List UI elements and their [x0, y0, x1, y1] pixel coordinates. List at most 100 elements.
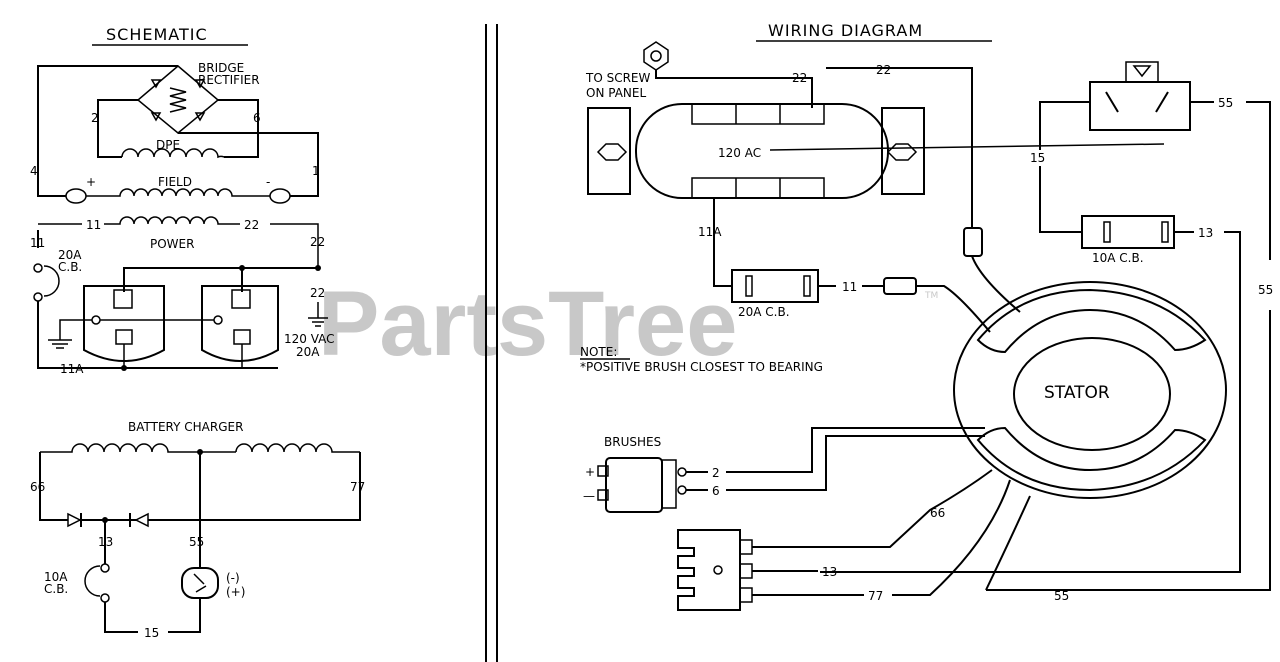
wire-11-left-label: 11: [30, 236, 45, 250]
receptacle-label: 120 AC: [718, 146, 761, 160]
receptacle-body: [635, 103, 889, 199]
charger-coil-left: [40, 443, 236, 453]
wire-4: [37, 65, 178, 197]
brush-plus-label: +: [585, 465, 595, 479]
cb10-terminal: [100, 563, 110, 573]
diode-right: [134, 512, 149, 528]
cb10-arc: [84, 565, 101, 597]
cb20-label-2: C.B.: [58, 260, 82, 274]
watermark-text: PartsTree: [318, 273, 737, 375]
switch-minus-label: (-): [226, 571, 240, 585]
wire-15-line: [769, 143, 1165, 151]
ground-wire: [59, 319, 92, 340]
wire-77-label: 77: [868, 589, 883, 603]
schematic-title: SCHEMATIC: [106, 25, 208, 44]
wire-22a-label: 22: [792, 71, 807, 85]
wire-11-label: 11: [86, 218, 101, 232]
note-text: *POSITIVE BRUSH CLOSEST TO BEARING: [580, 360, 823, 374]
brush-holder: [597, 457, 687, 513]
switch-contacts: [193, 573, 207, 593]
inline-connector: [883, 277, 917, 295]
wire-13-label: 13: [1198, 226, 1213, 240]
wire-66: [752, 469, 993, 548]
hex-nut-hole: [650, 50, 662, 62]
bridge-label: BRIDGE: [198, 61, 244, 75]
charger-coil-right: [235, 443, 360, 453]
charger-title: BATTERY CHARGER: [128, 420, 243, 434]
brush-minus: [269, 188, 291, 204]
switch-plus-label: (+): [226, 585, 245, 599]
charger-switch-body: [1089, 61, 1191, 131]
terminal-block: [677, 529, 753, 611]
wire-55-to-stator: [985, 495, 1031, 591]
wire-22-screw: [655, 70, 813, 108]
wire-22-ground-label: 22: [310, 286, 325, 300]
wire-55-right-label: 55: [1258, 283, 1273, 297]
junction-dot: [239, 265, 245, 271]
wire-15-label: 15: [144, 626, 159, 640]
wire-55-right-lower: [986, 310, 1271, 591]
rectifier-label: RECTIFIER: [198, 73, 260, 87]
dpe-coil: [121, 148, 225, 159]
mount-right: [881, 107, 925, 195]
diode-left: [67, 512, 82, 528]
receptacle-leads: [123, 344, 243, 368]
power-label: POWER: [150, 237, 194, 251]
cb10-terminal: [100, 593, 110, 603]
wire-13-bottom-label: 13: [822, 565, 837, 579]
screw-label-1: TO SCREW: [585, 71, 651, 85]
wire-22-label: 22: [244, 218, 259, 232]
power-coil: [104, 216, 240, 225]
wire-4-label: 4: [30, 164, 38, 178]
receptacle-right: [201, 285, 279, 362]
stator-label: STATOR: [1044, 383, 1110, 403]
wire-55-top-label: 55: [1218, 96, 1233, 110]
stator: [953, 281, 1227, 499]
cb10-label-1: 10A: [44, 570, 68, 584]
field-plus: +: [86, 175, 96, 189]
battery-charger-section: BATTERY CHARGER 66 77 13 55 10A C.B. (-)…: [30, 420, 365, 640]
wire-55-bottom-label: 55: [1054, 589, 1069, 603]
wire-11a: [37, 301, 278, 369]
hex-nut-icon: [596, 143, 628, 161]
field-minus: -: [266, 175, 270, 189]
wiring-section: WIRING DIAGRAM TO SCREW ON PANEL 22 22 1…: [580, 21, 1273, 611]
hex-nut-icon: [886, 143, 918, 161]
wire-15-right: [1039, 101, 1090, 233]
vac-label-1: 120 VAC: [284, 332, 335, 346]
wire-77-label: 77: [350, 480, 365, 494]
wire-6-label: 6: [253, 111, 261, 125]
cb20-label-1: 20A: [58, 248, 82, 262]
hex-nut-icon: [643, 41, 669, 71]
charger-switch: [181, 567, 219, 599]
wire-1: [178, 132, 319, 197]
wire-13-long: [820, 231, 1241, 573]
wire-2-label: 2: [91, 111, 99, 125]
cb20-terminal: [33, 292, 43, 302]
brush-minus-label: —: [583, 489, 595, 503]
wire-22b-label: 22: [876, 63, 891, 77]
wiring-title: WIRING DIAGRAM: [768, 21, 923, 40]
wire-2-to-stator: [726, 427, 985, 473]
schematic-section: SCHEMATIC BRIDGE RECTIFIER 2 6 4 1 DPE F…: [30, 25, 335, 376]
brush-plus: [65, 188, 87, 204]
cb10-label-2: C.B.: [44, 582, 68, 596]
wire-22-side-label: 22: [310, 235, 325, 249]
wire-11a: [713, 198, 732, 287]
brushes-label: BRUSHES: [604, 435, 661, 449]
wire-13-label: 13: [98, 535, 113, 549]
cb-terminal: [803, 275, 811, 297]
cb-terminal: [1103, 221, 1111, 243]
wire-22-long: [826, 67, 973, 228]
cb10-box: [1081, 215, 1175, 249]
cb-terminal: [745, 275, 753, 297]
field-label: FIELD: [158, 175, 192, 189]
wire-55-right-upper: [1246, 101, 1271, 260]
screw-label-2: ON PANEL: [586, 86, 646, 100]
ac-receptacle: [587, 103, 925, 199]
wire-11a-label: 11A: [698, 225, 722, 239]
wire-22-right: [270, 223, 319, 270]
cb20-label: 20A C.B.: [738, 305, 790, 319]
cb20-terminal: [33, 263, 43, 273]
